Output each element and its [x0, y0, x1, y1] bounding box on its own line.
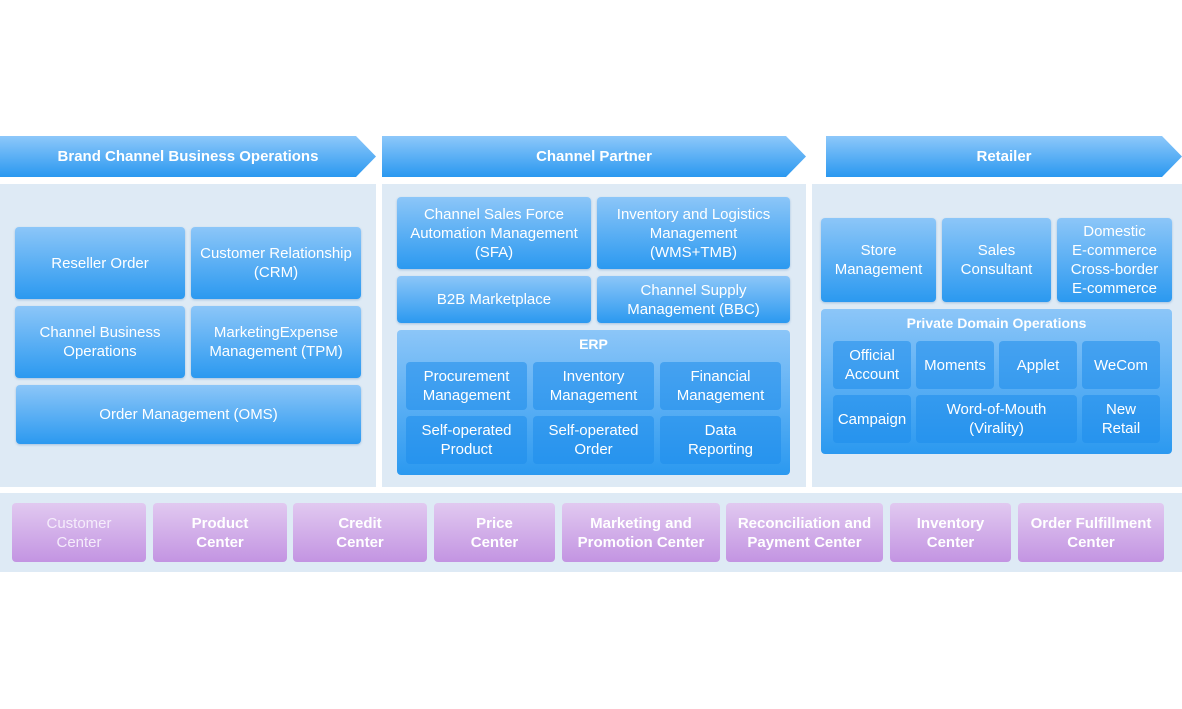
private-applet: Applet	[999, 341, 1077, 389]
private-moments: Moments	[916, 341, 994, 389]
block-sales-consultant: Sales Consultant	[942, 218, 1051, 302]
block-crm: Customer Relationship (CRM)	[191, 227, 361, 299]
private-wecom: WeCom	[1082, 341, 1160, 389]
erp-data-reporting: Data Reporting	[660, 416, 781, 464]
center-credit: Credit Center	[293, 503, 427, 562]
block-bbc: Channel Supply Management (BBC)	[597, 276, 790, 323]
header-brand-channel: Brand Channel Business Operations	[0, 136, 376, 177]
center-customer: Customer Center	[12, 503, 146, 562]
group-erp: ERP Procurement Management Inventory Man…	[397, 330, 790, 475]
private-domain-title: Private Domain Operations	[906, 315, 1087, 331]
center-order-fulfillment: Order Fulfillment Center	[1018, 503, 1164, 562]
block-oms: Order Management (OMS)	[16, 385, 361, 444]
erp-self-operated-product: Self-operated Product	[406, 416, 527, 464]
block-channel-business-operations: Channel Business Operations	[15, 306, 185, 378]
group-private-domain-operations: Private Domain Operations Official Accou…	[821, 309, 1172, 454]
header-retailer-label: Retailer	[976, 148, 1032, 165]
block-sfa: Channel Sales Force Automation Managemen…	[397, 197, 591, 269]
header-brand-label: Brand Channel Business Operations	[57, 148, 319, 165]
header-partner-label: Channel Partner	[536, 148, 652, 165]
center-inventory: Inventory Center	[890, 503, 1011, 562]
erp-financial-management: Financial Management	[660, 362, 781, 410]
block-wms-tmb: Inventory and Logistics Management (WMS+…	[597, 197, 790, 269]
private-official-account: Official Account	[833, 341, 911, 389]
erp-procurement-management: Procurement Management	[406, 362, 527, 410]
block-b2b-marketplace: B2B Marketplace	[397, 276, 591, 323]
center-price: Price Center	[434, 503, 555, 562]
private-campaign: Campaign	[833, 395, 911, 443]
center-reconciliation-payment: Reconciliation and Payment Center	[726, 503, 883, 562]
center-marketing-promotion: Marketing and Promotion Center	[562, 503, 720, 562]
block-reseller-order: Reseller Order	[15, 227, 185, 299]
center-product: Product Center	[153, 503, 287, 562]
private-word-of-mouth: Word-of-Mouth (Virality)	[916, 395, 1077, 443]
erp-inventory-management: Inventory Management	[533, 362, 654, 410]
erp-title: ERP	[579, 336, 608, 352]
block-ecommerce: Domestic E-commerce Cross-border E-comme…	[1057, 218, 1172, 302]
block-store-management: Store Management	[821, 218, 936, 302]
erp-self-operated-order: Self-operated Order	[533, 416, 654, 464]
block-tpm: MarketingExpense Management (TPM)	[191, 306, 361, 378]
header-channel-partner: Channel Partner	[382, 136, 806, 177]
private-new-retail: New Retail	[1082, 395, 1160, 443]
header-retailer: Retailer	[826, 136, 1182, 177]
